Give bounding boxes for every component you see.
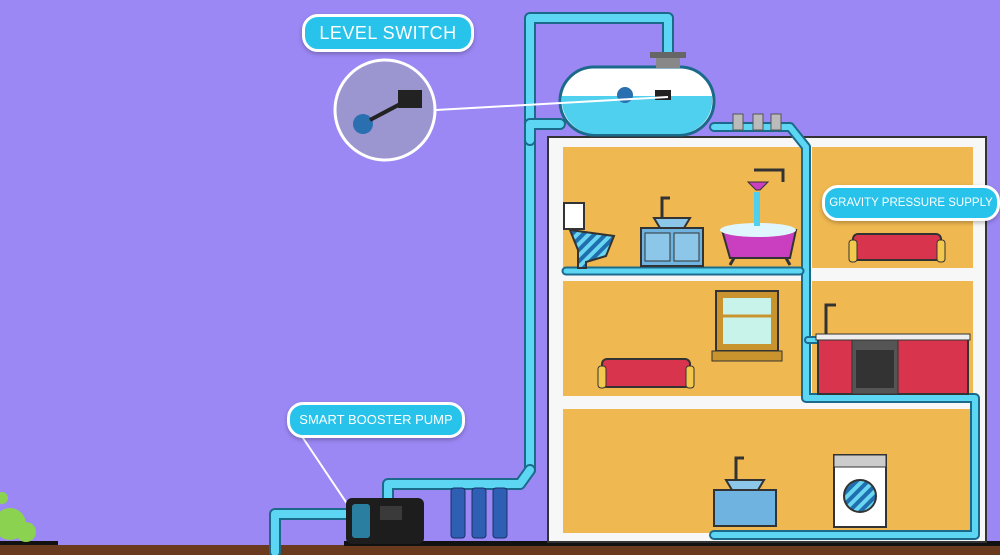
water-filter-icon [450, 487, 508, 539]
bathroom-sink-icon [713, 456, 777, 527]
sofa-icon [848, 233, 946, 263]
ground [0, 541, 1000, 555]
bathtub-icon [720, 168, 798, 266]
level-switch-label: LEVEL SWITCH [302, 14, 474, 52]
washing-machine-icon [833, 454, 887, 528]
window-icon [711, 290, 783, 362]
booster-pump-icon [298, 431, 424, 544]
water-tank [558, 52, 782, 137]
gravity-pressure-supply-label: GRAVITY PRESSURE SUPPLY [822, 185, 1000, 221]
bush-icon [0, 492, 36, 542]
pipe-network [269, 12, 980, 555]
level-switch-icon [333, 58, 669, 162]
kitchen-counter-icon [815, 303, 971, 395]
smart-booster-pump-label: SMART BOOSTER PUMP [287, 402, 465, 438]
toilet-icon [563, 202, 616, 269]
bathroom-sink-icon [640, 196, 704, 267]
sofa-icon [597, 358, 695, 389]
